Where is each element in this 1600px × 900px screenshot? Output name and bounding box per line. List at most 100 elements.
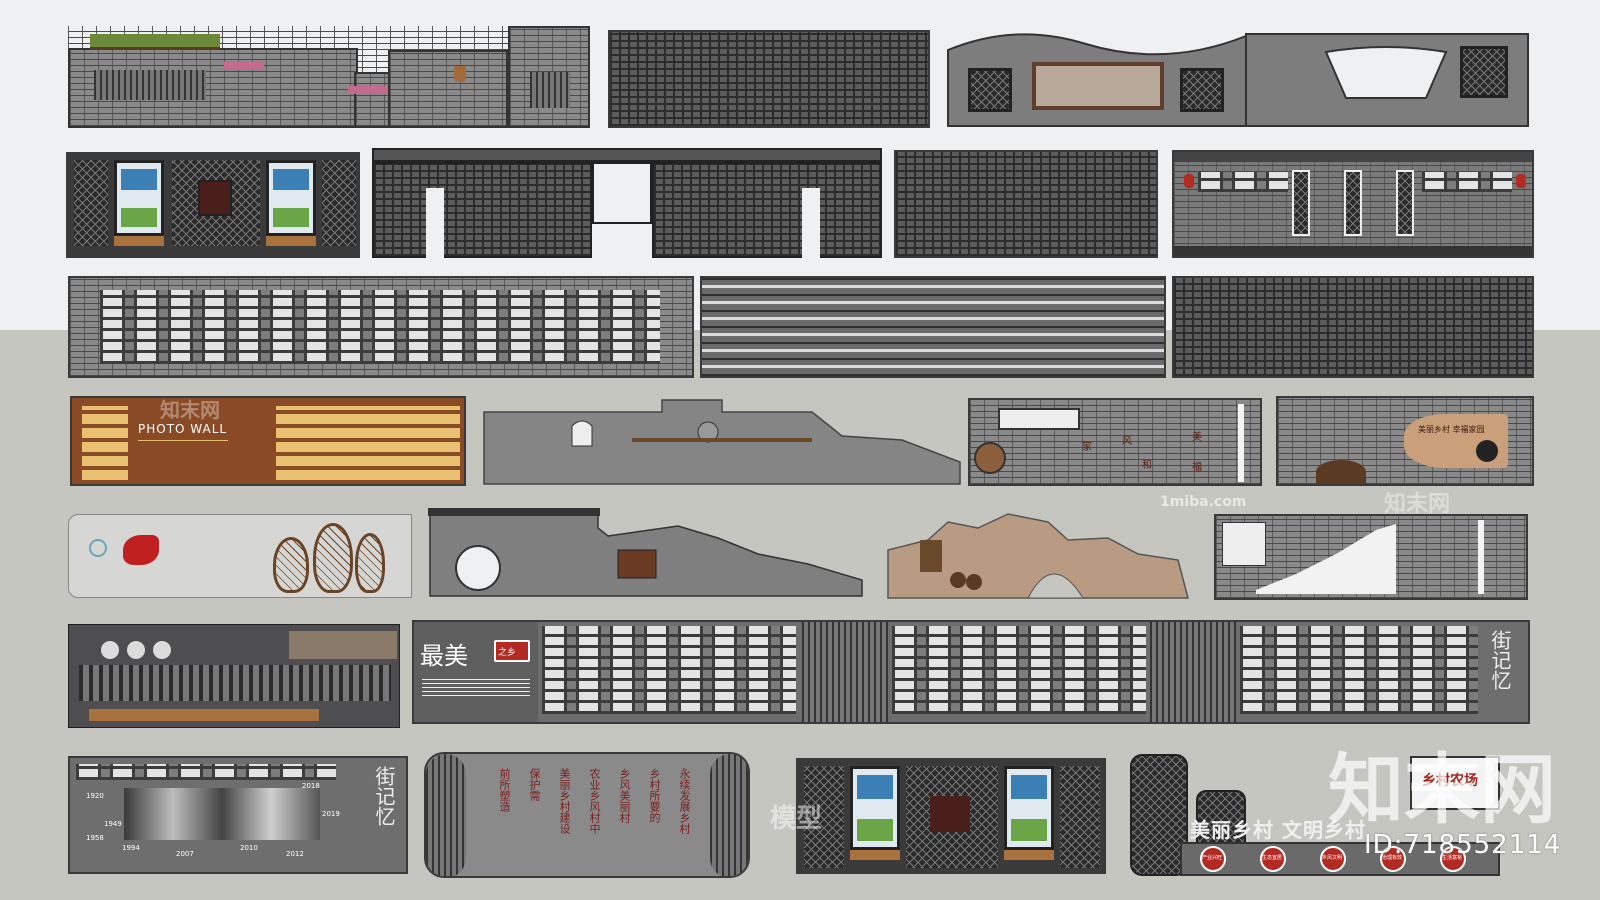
red-emblem: [198, 180, 232, 216]
jar: [153, 641, 171, 659]
lattice-column: [74, 160, 108, 246]
pottery-pile: [1316, 460, 1366, 484]
village-farm-entrance: 乡村农场 美丽乡村 文明乡村 产业兴旺 生态宜居 乡风文明 治理有效 生活富裕: [1130, 752, 1502, 878]
badge-circle: [1380, 846, 1406, 872]
brick-display-1: [542, 626, 796, 714]
photo-wall-underline: [138, 440, 228, 441]
badge-circle: [1440, 846, 1466, 872]
relief-panel: [1032, 62, 1164, 110]
scroll-wall: 前所塑造 保护需 美丽乡村建设 农业乡风村中 乡风美丽村 乡村所要的 永续发展乡…: [424, 752, 750, 878]
scroll-column: 乡风美丽村: [618, 768, 631, 823]
wave-top-wall: [946, 22, 1530, 128]
flower-pot: [454, 66, 466, 82]
round-window: [1476, 440, 1498, 462]
gate-opening: [592, 162, 652, 224]
year-label: 1994: [122, 844, 140, 852]
left-wing: [372, 162, 592, 258]
scroll-column: 农业乡风村中: [588, 768, 601, 834]
red-emblem: [930, 796, 970, 832]
ruined-stone-wall: [878, 510, 1200, 600]
wood-divider-1: [802, 622, 888, 722]
info-board: [266, 160, 316, 236]
badge-text: 乡风文明: [1322, 855, 1343, 861]
tall-window: [1396, 170, 1414, 236]
brick-display-2: [892, 626, 1146, 714]
wood-bench: [1004, 850, 1054, 860]
brick-display-3: [1240, 626, 1478, 714]
tall-window: [1292, 170, 1310, 236]
badge-text: 产业兴旺: [1202, 855, 1223, 861]
ruined-stone-outline: [887, 513, 1189, 599]
wood-divider-2: [1150, 622, 1236, 722]
wheel-mark: 美: [1192, 432, 1202, 443]
flower-box: [348, 86, 388, 94]
timeline-wall: 1920 1949 1958 2018 2019 1994 2007 2010 …: [68, 756, 408, 874]
wood-bench: [850, 850, 900, 860]
lattice-column: [322, 160, 356, 246]
eave-roof: [372, 148, 882, 162]
wheel-mark: 和: [1142, 460, 1152, 471]
tile-stack-wall: [68, 624, 400, 728]
village-sign-text: 美丽乡村 幸福家园: [1418, 425, 1485, 434]
perforated-brick-wall: [1172, 276, 1534, 378]
id-label: ID:718552114: [1364, 830, 1562, 860]
stair-relief: [1256, 524, 1396, 594]
wall-base: [68, 48, 358, 128]
intro-panel: [414, 622, 538, 722]
wood-slat-panel: [530, 72, 570, 108]
badge-circle: [1320, 846, 1346, 872]
farm-sign-text: 乡村农场: [1422, 773, 1478, 789]
display-niche: [998, 408, 1080, 430]
wall-raised: [388, 50, 508, 128]
scroll-roll-right: [710, 754, 748, 876]
wheel-mark: 风: [1122, 436, 1132, 447]
round-tower: [1130, 754, 1188, 876]
badge-text: 生态宜居: [1262, 855, 1283, 861]
badge-circle: [1200, 846, 1226, 872]
year-label: 2010: [240, 844, 258, 852]
lattice-column: [1060, 766, 1100, 868]
badge-text: 生活富裕: [1442, 855, 1463, 861]
jar: [101, 641, 119, 659]
lattice-column: [804, 766, 844, 868]
farm-sign-board: [1410, 756, 1500, 810]
wall-tower: [508, 26, 590, 128]
tall-window: [1344, 170, 1362, 236]
slotted-brick-wall: [700, 276, 1166, 378]
red-seal: [494, 640, 530, 662]
moon-gate-wall: [428, 506, 864, 598]
scroll-column: 乡村所要的: [648, 768, 661, 823]
info-plaque: [1222, 522, 1266, 566]
photo-wall: PHOTO WALL: [70, 396, 466, 486]
site-watermark: 1miba.com: [1160, 494, 1247, 510]
wall-step: [354, 72, 390, 128]
wood-slat-panel: [94, 70, 206, 100]
wall-base: [1174, 246, 1532, 256]
scroll-column: 保护需: [528, 768, 541, 801]
right-wing: [652, 162, 882, 258]
intro-text-lines: [422, 676, 530, 696]
stone-pottery-wall: [68, 514, 412, 598]
photo-grid-left: [82, 406, 128, 480]
brand-watermark: 知末网: [1328, 745, 1556, 834]
badge-text: 治理有效: [1382, 855, 1403, 861]
mei-title: 最美: [420, 642, 468, 670]
lattice-window: [1460, 46, 1508, 98]
red-dragon-sculpture: [123, 535, 159, 565]
scroll-roll-left: [426, 754, 466, 876]
millstone-icon: [974, 442, 1006, 474]
woven-pattern: [100, 290, 660, 364]
wood-bench: [114, 236, 164, 246]
slogan-text: 美丽乡村 文明乡村: [1190, 818, 1366, 842]
lattice-info-wall-2: [796, 758, 1106, 874]
grid-brick-wall: [894, 150, 1158, 258]
clay-jar: [355, 533, 385, 593]
red-lantern: [1516, 174, 1526, 188]
model-watermark: 模型: [770, 804, 823, 834]
lattice-info-wall: [66, 152, 360, 258]
wheel-mark: 家: [1082, 442, 1092, 453]
wood-bench: [266, 236, 316, 246]
lattice-window: [1180, 68, 1224, 112]
year-label: 2019: [322, 810, 340, 818]
info-board: [1004, 766, 1054, 850]
